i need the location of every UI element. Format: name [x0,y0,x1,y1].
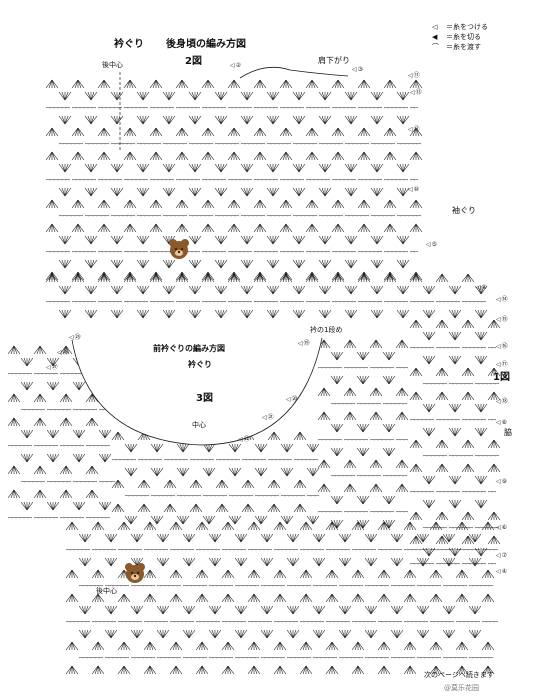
row-number: ④ [496,568,507,576]
back-center-lower-label: 後中心 [96,587,117,595]
row-number: ⑯ [496,343,508,351]
fig3-label: 3図 [196,393,213,404]
center-label: 中心 [192,421,206,429]
bear-icon [169,239,189,259]
row-number: ⑮ [496,316,508,324]
neck-row1-label: 衿の1段め [310,326,343,334]
legend-item: ◀＝糸を切る [432,33,481,41]
row-number: ㉒ [238,436,250,444]
row-number: ㉖ [57,349,69,357]
row-number: ② [230,62,241,70]
row-number: ⑧ [496,419,507,427]
back-center-label: 後中心 [102,61,123,69]
row-number: ⑲ [298,340,310,348]
row-number: ⑪ [408,72,420,80]
stitch-pattern [7,79,501,675]
row-number: ⑩ [408,186,419,194]
row-number: ⑳ [286,396,298,404]
row-number: ⑫ [408,126,420,134]
continued-label: 次のページへ続きます [424,671,494,679]
row-number: ⑦ [496,552,507,560]
row-number: ③ [352,66,363,74]
row-number: ㉗ [46,364,58,372]
bear-icon [125,563,145,583]
legend-item: ⌒＝糸を渡す [432,43,481,51]
front-neckline-curve [71,337,323,446]
fig2-label: 2図 [185,56,202,67]
armhole-label: 袖ぐり [452,206,476,215]
row-number: ⑭ [496,296,508,304]
row-number: ㉕ [69,334,81,342]
credit-label: @莫乐花园 [444,684,479,692]
back-neckline-label: 衿ぐり [114,39,144,50]
shoulder-curve [239,66,349,79]
front-neckline-label: 衿ぐり [188,360,212,369]
row-number: ⑥ [496,524,507,532]
row-number: ① [476,284,487,292]
side-label: 脇 [504,428,512,437]
shoulder-drop-label: 肩下がり [318,56,350,65]
row-number: ⑰ [496,361,508,369]
attach-yarn-icon: ◁ [432,23,438,31]
front-chart-title: 前衿ぐりの編み方図 [153,344,225,353]
cut-yarn-icon: ◀ [432,33,438,41]
row-number: ⑤ [426,241,437,249]
row-number: ⑨ [496,478,507,486]
row-number: ㉑ [262,414,274,422]
legend-item: ◁＝糸をつける [432,23,488,31]
back-chart-title: 後身頃の編み方図 [166,39,246,50]
carry-yarn-icon: ⌒ [432,43,439,51]
fig1-label: 1図 [493,372,510,383]
row-number: ⑬ [410,89,422,97]
row-number: ⑱ [496,398,508,406]
legend: ◁＝糸をつける ◀＝糸を切る ⌒＝糸を渡す [432,22,488,52]
